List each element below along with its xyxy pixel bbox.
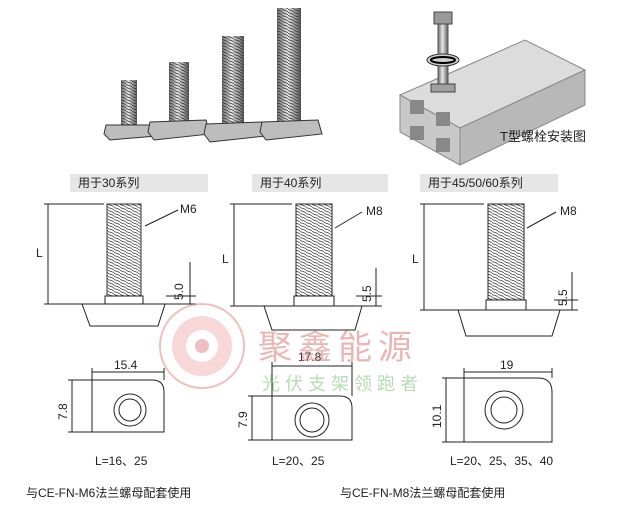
series-label-30: 用于30系列 xyxy=(70,174,208,192)
series-label-40: 用于40系列 xyxy=(252,174,388,192)
lengths-3: L=20、25、35、40 xyxy=(450,454,554,468)
watermark-seal-logo xyxy=(159,303,245,389)
head-width-3: 19 xyxy=(500,358,514,372)
watermark-brand: 聚鑫能源 xyxy=(258,328,418,368)
head-height-3: 5.5 xyxy=(556,289,570,306)
footnote-m6: 与CE-FN-M6法兰螺母配套使用 xyxy=(26,486,192,500)
head-height-1: 5.0 xyxy=(172,283,186,300)
thread-size-m8-a: M8 xyxy=(366,204,383,218)
installation-diagram-image xyxy=(398,11,587,166)
technical-drawings xyxy=(44,203,578,443)
length-label-3: L xyxy=(412,252,419,266)
series-label-45-50-60: 用于45/50/60系列 xyxy=(420,174,558,192)
lengths-2: L=20、25 xyxy=(272,454,325,468)
head-height-2: 5.5 xyxy=(360,285,374,302)
head-width-2: 17.8 xyxy=(298,350,322,364)
length-label-1: L xyxy=(36,246,43,260)
thread-size-m6: M6 xyxy=(180,202,197,216)
t-bolt-small-image xyxy=(103,80,157,141)
installation-caption: T型螺栓安装图 xyxy=(500,129,586,144)
head-depth-2: 7.9 xyxy=(236,411,250,428)
head-depth-1: 7.8 xyxy=(56,403,70,420)
footnote-m8: 与CE-FN-M8法兰螺母配套使用 xyxy=(340,486,506,500)
head-depth-3: 10.1 xyxy=(430,404,444,428)
t-bolt-medium-image xyxy=(147,62,211,141)
head-width-1: 15.4 xyxy=(114,358,138,372)
length-label-2: L xyxy=(222,252,229,266)
watermark-slogan: 光伏支架领跑者 xyxy=(262,374,423,395)
lengths-1: L=16、25 xyxy=(95,454,148,468)
t-bolt-large-image xyxy=(203,36,267,143)
thread-size-m8-b: M8 xyxy=(560,204,577,218)
t-bolt-xlarge-image xyxy=(259,8,323,141)
